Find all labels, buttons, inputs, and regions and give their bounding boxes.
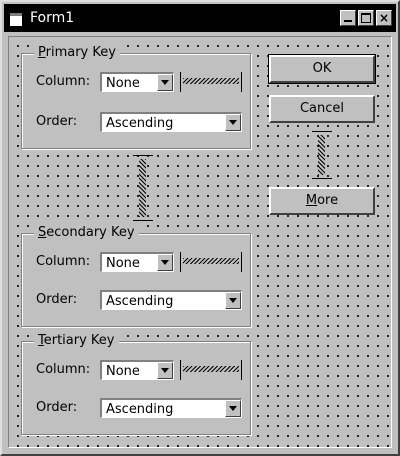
primary-order-dropdown-arrow-icon[interactable] xyxy=(225,114,241,131)
primary-key-group: Primary Key Column: None Order: Ascendin… xyxy=(21,45,251,149)
title-bar[interactable]: Form1 × xyxy=(4,4,396,32)
primary-key-title-text: rimary Key xyxy=(45,45,116,60)
secondary-order-label: Order: xyxy=(36,292,78,307)
tertiary-order-combobox[interactable]: Ascending xyxy=(100,398,242,418)
primary-column-value: None xyxy=(106,76,140,91)
window-title: Form1 xyxy=(30,10,75,26)
primary-order-combobox[interactable]: Ascending xyxy=(100,112,242,132)
secondary-horizontal-spring[interactable] xyxy=(180,252,242,272)
tertiary-column-combobox[interactable]: None xyxy=(100,360,174,380)
ok-button[interactable]: OK xyxy=(268,54,376,84)
primary-column-label: Column: xyxy=(36,74,91,89)
secondary-column-dropdown-arrow-icon[interactable] xyxy=(157,254,173,271)
form-design-surface: Primary Key Column: None Order: Ascendin… xyxy=(8,36,392,448)
secondary-order-value: Ascending xyxy=(106,294,174,309)
secondary-order-dropdown-arrow-icon[interactable] xyxy=(225,292,241,309)
tertiary-key-group-title: Tertiary Key xyxy=(34,333,119,348)
tertiary-column-dropdown-arrow-icon[interactable] xyxy=(157,362,173,379)
button-spacer-spring[interactable] xyxy=(312,131,332,179)
tertiary-key-mnemonic: T xyxy=(38,333,44,348)
tertiary-column-label: Column: xyxy=(36,362,91,377)
tertiary-order-label: Order: xyxy=(36,400,78,415)
primary-key-group-title: Primary Key xyxy=(34,45,120,60)
secondary-key-title-text: econdary Key xyxy=(46,225,135,240)
window-icon[interactable] xyxy=(10,13,22,26)
secondary-key-mnemonic: S xyxy=(38,225,47,240)
more-mnemonic: M xyxy=(305,193,318,208)
close-button[interactable]: × xyxy=(376,10,392,26)
vertical-spacer-spring[interactable] xyxy=(133,155,153,221)
tertiary-key-title-text: ertiary Key xyxy=(43,333,115,348)
cancel-button[interactable]: Cancel xyxy=(269,95,375,123)
tertiary-key-group: Tertiary Key Column: None Order: Ascendi… xyxy=(21,333,251,435)
secondary-column-combobox[interactable]: None xyxy=(100,252,174,272)
tertiary-order-dropdown-arrow-icon[interactable] xyxy=(225,400,241,417)
tertiary-horizontal-spring[interactable] xyxy=(180,360,242,380)
secondary-column-value: None xyxy=(106,256,140,271)
secondary-key-group-title: Secondary Key xyxy=(34,225,139,240)
primary-column-combobox[interactable]: None xyxy=(100,72,174,92)
secondary-column-label: Column: xyxy=(36,254,91,269)
more-button[interactable]: More xyxy=(269,187,375,215)
primary-order-label: Order: xyxy=(36,114,78,129)
primary-column-dropdown-arrow-icon[interactable] xyxy=(157,74,173,91)
more-label: ore xyxy=(317,193,339,208)
primary-horizontal-spring[interactable] xyxy=(180,72,242,92)
primary-key-mnemonic: P xyxy=(38,45,46,60)
secondary-order-combobox[interactable]: Ascending xyxy=(100,290,242,310)
minimize-button[interactable] xyxy=(340,10,356,26)
secondary-key-group: Secondary Key Column: None Order: Ascend… xyxy=(21,225,251,327)
tertiary-order-value: Ascending xyxy=(106,402,174,417)
tertiary-column-value: None xyxy=(106,364,140,379)
primary-order-value: Ascending xyxy=(106,116,174,131)
maximize-button[interactable] xyxy=(358,10,374,26)
